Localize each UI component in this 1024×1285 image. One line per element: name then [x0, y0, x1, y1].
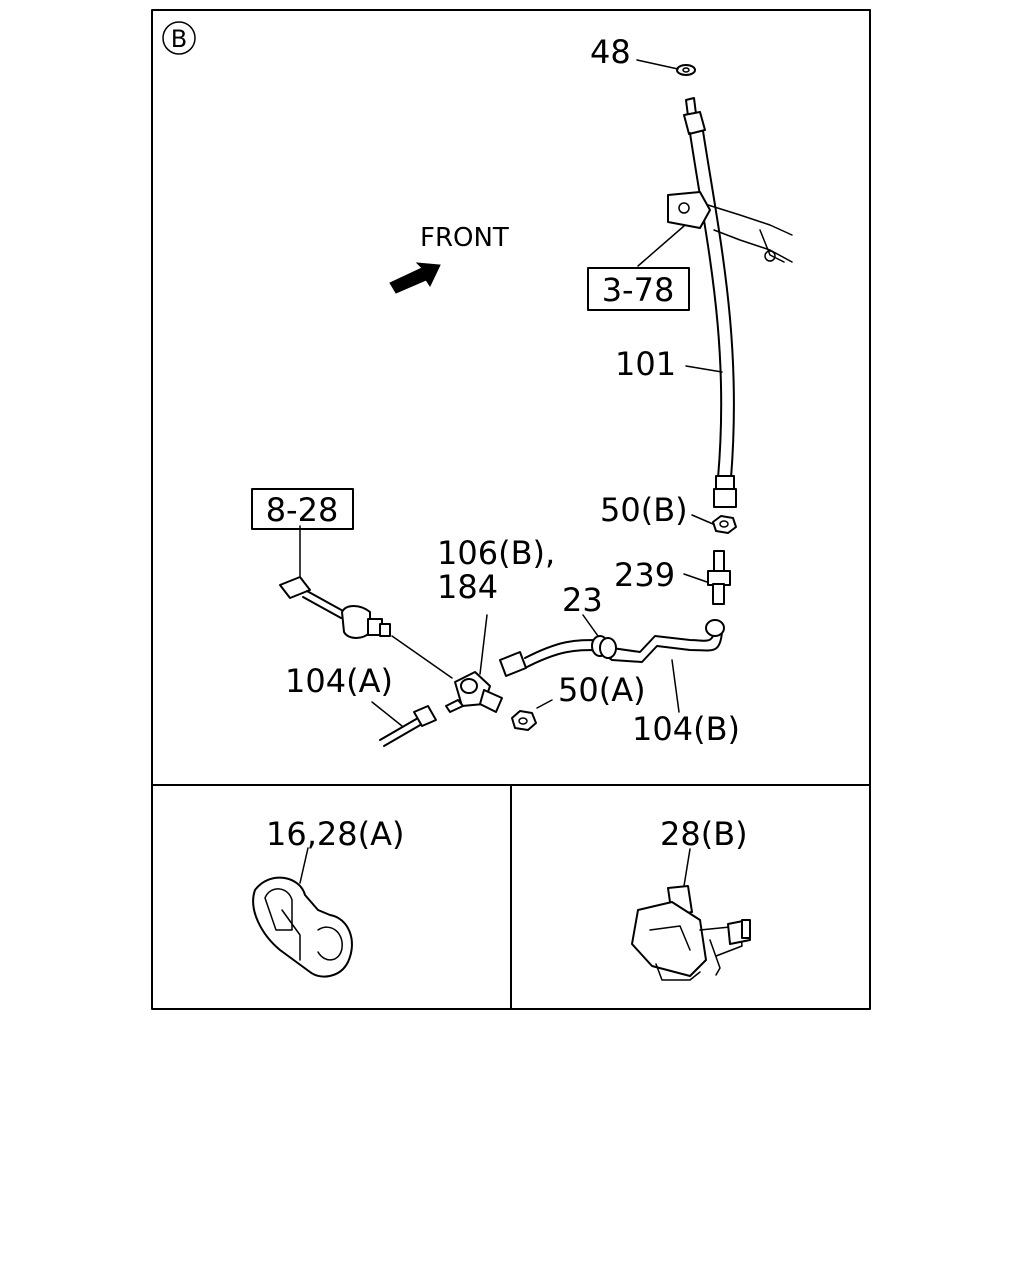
label-23: 23 — [562, 581, 603, 619]
pipe-104b — [499, 619, 725, 677]
clip-16-28a — [252, 876, 353, 978]
tee-connector-106b — [445, 671, 503, 713]
label-104b: 104(B) — [632, 710, 740, 748]
label-101: 101 — [615, 345, 676, 383]
front-label: FRONT — [420, 223, 509, 253]
front-arrow-icon — [389, 262, 441, 294]
section-marker-letter: B — [171, 25, 187, 53]
washer-48 — [676, 64, 696, 76]
label-106b-line2: 184 — [437, 568, 498, 606]
label-8-28: 8-28 — [266, 491, 339, 529]
switch-104a — [379, 705, 437, 747]
label-28b: 28(B) — [660, 815, 748, 853]
nut-50a — [511, 710, 537, 731]
label-48: 48 — [590, 33, 631, 71]
ref-box-8-28 — [251, 488, 354, 530]
bracket-3-78 — [667, 191, 793, 263]
diagram-frame — [151, 9, 871, 1010]
hose-101 — [683, 97, 737, 508]
section-marker: B — [162, 21, 196, 55]
label-106b-line1: 106(B), — [437, 534, 555, 572]
ref-box-3-78 — [587, 267, 690, 311]
label-239: 239 — [614, 556, 675, 594]
label-50b: 50(B) — [600, 491, 688, 529]
nut-50b — [712, 515, 737, 534]
label-3-78: 3-78 — [602, 271, 675, 309]
grommet-23 — [591, 635, 617, 659]
label-50a: 50(A) — [558, 671, 646, 709]
front-indicator: FRONT — [389, 223, 509, 294]
sensor-harness — [279, 576, 453, 679]
label-104a: 104(A) — [285, 662, 393, 700]
clip-28b — [631, 885, 751, 981]
stud-239 — [707, 550, 731, 605]
label-16-28a: 16,28(A) — [266, 815, 404, 853]
